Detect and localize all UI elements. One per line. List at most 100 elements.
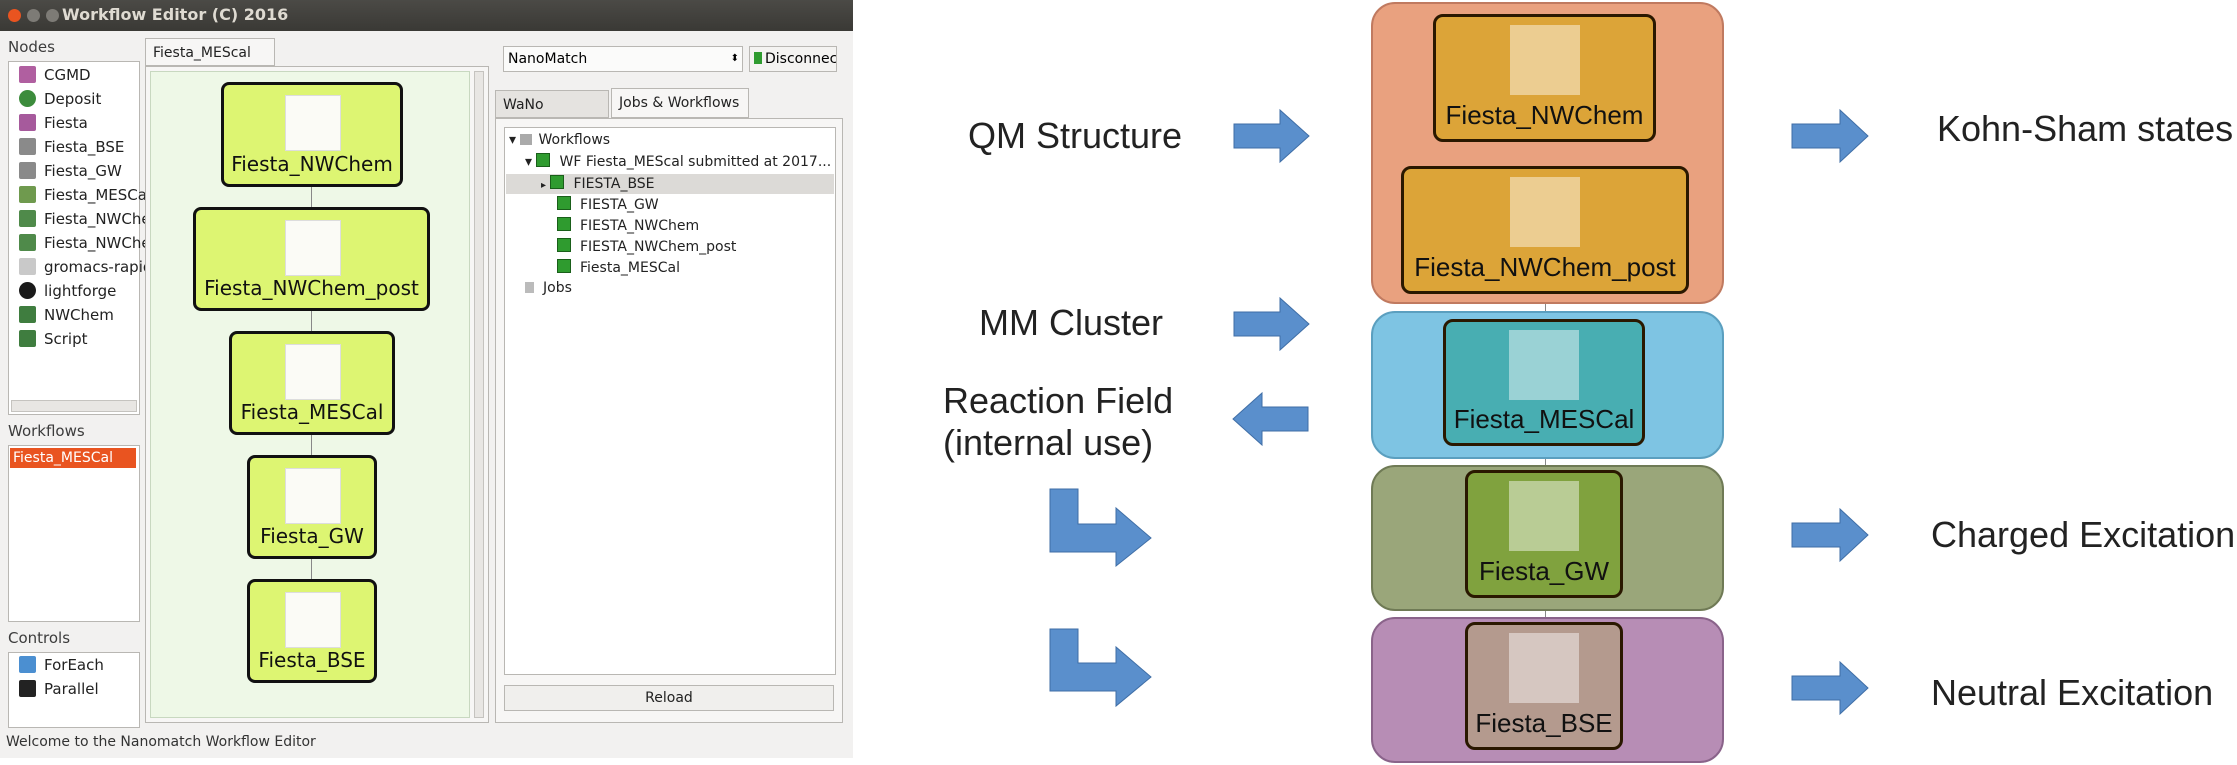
minimize-window-icon[interactable] [27,9,40,22]
arrow-right-icon [1233,108,1310,164]
tree-root-jobs[interactable]: Jobs [525,280,572,296]
tree-selection-highlight [506,174,834,194]
close-window-icon[interactable] [8,9,21,22]
node-item[interactable]: CGMD [19,66,91,88]
control-item-parallel[interactable]: Parallel [19,680,99,702]
tree-root-workflows[interactable]: ▾ Workflows [509,132,611,148]
fiesta-logo-icon [285,592,341,648]
node-item[interactable]: NWChem [19,306,114,328]
diagram-node-fiesta-nwchem-post: Fiesta_NWChem_post [1401,166,1689,294]
canvas-node-fiesta-nwchem[interactable]: Fiesta_NWChem [221,82,403,187]
jobs-folder-icon [525,282,534,293]
input-label-reaction-field: Reaction Field [943,380,1174,421]
fiesta-logo-icon [284,220,341,276]
workflows-label: Workflows [8,422,85,440]
tree-job-item[interactable]: ▸ FIESTA_BSE [541,175,655,192]
canvas-node-fiesta-mescal[interactable]: Fiesta_MESCal [229,331,395,435]
canvas-connector [311,435,312,455]
workflow-item-selected[interactable]: Fiesta_MESCal [10,448,136,468]
diagram-node-fiesta-gw: Fiesta_GW [1465,470,1623,598]
collapse-arrow-icon[interactable]: ▸ [541,180,547,191]
controls-label: Controls [8,629,71,647]
canvas-node-fiesta-bse[interactable]: Fiesta_BSE [247,579,377,683]
reload-button[interactable]: Reload [504,685,834,711]
fiesta-logo-icon [1510,177,1580,247]
status-bar-text: Welcome to the Nanomatch Workflow Editor [6,734,316,750]
fiesta-nwchem-icon [19,210,36,227]
server-select[interactable]: NanoMatch ⬍ [503,46,743,72]
fiesta-logo-icon [285,468,341,524]
jobs-tree: ▾ Workflows ▾ WF Fiesta_MEScal submitted… [504,127,836,675]
input-label-mm-cluster: MM Cluster [979,302,1164,343]
tree-job-item[interactable]: FIESTA_NWChem_post [557,238,736,255]
gromacs-icon [19,258,36,275]
workflow-canvas[interactable]: Fiesta_NWChem Fiesta_NWChem_post Fiesta_… [150,71,470,718]
arrow-right-icon [1233,296,1310,352]
control-item-foreach[interactable]: ForEach [19,656,104,678]
nwchem-icon [19,306,36,323]
input-label-internal-use: (internal use) [943,422,1154,463]
fiesta-logo-icon [1509,330,1579,400]
foreach-icon [19,656,36,673]
node-item[interactable]: Fiesta_NWChe [19,210,151,232]
fiesta-logo-icon [285,95,341,151]
node-item[interactable]: Fiesta_NWChe [19,234,151,256]
output-label-neutral-excitation: Neutral Excitation [1931,672,2214,713]
diagram-node-fiesta-nwchem: Fiesta_NWChem [1433,14,1656,142]
node-item[interactable]: Fiesta [19,114,88,136]
connection-status-icon [754,52,762,64]
lightforge-icon [19,282,36,299]
diagram-node-fiesta-bse: Fiesta_BSE [1465,622,1623,750]
fiesta-mescal-icon [19,186,36,203]
job-icon [557,238,571,252]
job-icon [550,175,565,189]
tree-workflow-item[interactable]: ▾ WF Fiesta_MEScal submitted at 2017... [525,153,832,170]
canvas-node-fiesta-gw[interactable]: Fiesta_GW [247,455,377,559]
canvas-vertical-scrollbar[interactable] [474,71,484,718]
canvas-connector [311,311,312,331]
job-icon [557,217,571,231]
expand-arrow-icon[interactable]: ▾ [509,132,517,148]
arrow-right-icon [1791,507,1869,563]
fiesta-logo-icon [1509,25,1580,95]
node-item[interactable]: Deposit [19,90,101,112]
node-item[interactable]: Fiesta_BSE [19,138,124,160]
nodes-horizontal-scrollbar[interactable] [11,400,137,412]
folder-icon [520,134,533,145]
node-item[interactable]: Script [19,330,88,352]
fiesta-logo-icon [1509,633,1579,703]
window-title: Workflow Editor (C) 2016 [62,5,289,24]
fiesta-nwchem-post-icon [19,234,36,251]
deposit-icon [19,90,36,107]
input-label-qm-structure: QM Structure [968,115,1183,156]
node-item[interactable]: Fiesta_GW [19,162,122,184]
node-item[interactable]: gromacs-rapid [19,258,152,280]
tree-job-item[interactable]: FIESTA_GW [557,196,659,213]
fiesta-logo-icon [1509,481,1579,551]
canvas-connector [311,187,312,207]
expand-arrow-icon[interactable]: ▾ [525,154,533,170]
bent-arrow-icon [1049,488,1152,568]
fiesta-gw-icon [19,162,36,179]
maximize-window-icon[interactable] [46,9,59,22]
output-label-charged-excitation: Charged Excitation [1931,514,2236,555]
tab-jobs-workflows[interactable]: Jobs & Workflows [611,88,749,118]
tree-job-item[interactable]: FIESTA_NWChem [557,217,699,234]
jobs-panel: ▾ Workflows ▾ WF Fiesta_MEScal submitted… [495,118,843,723]
controls-list: ForEach Parallel [8,652,140,728]
bent-arrow-icon [1049,628,1152,708]
fiesta-logo-icon [285,344,341,400]
node-item[interactable]: Fiesta_MESCal [19,186,151,208]
disconnect-button[interactable]: Disconnect [749,46,837,72]
output-label-kohn-sham: Kohn-Sham states [1937,108,2234,149]
fiesta-icon [19,114,36,131]
parallel-icon [19,680,36,697]
tree-job-item[interactable]: Fiesta_MESCal [557,259,680,276]
canvas-frame: Fiesta_NWChem Fiesta_NWChem_post Fiesta_… [145,66,489,723]
title-bar: Workflow Editor (C) 2016 [0,0,853,31]
node-item[interactable]: lightforge [19,282,116,304]
workflows-list: Fiesta_MESCal [8,445,140,622]
workflow-icon [536,153,551,167]
canvas-node-fiesta-nwchem-post[interactable]: Fiesta_NWChem_post [193,207,430,311]
